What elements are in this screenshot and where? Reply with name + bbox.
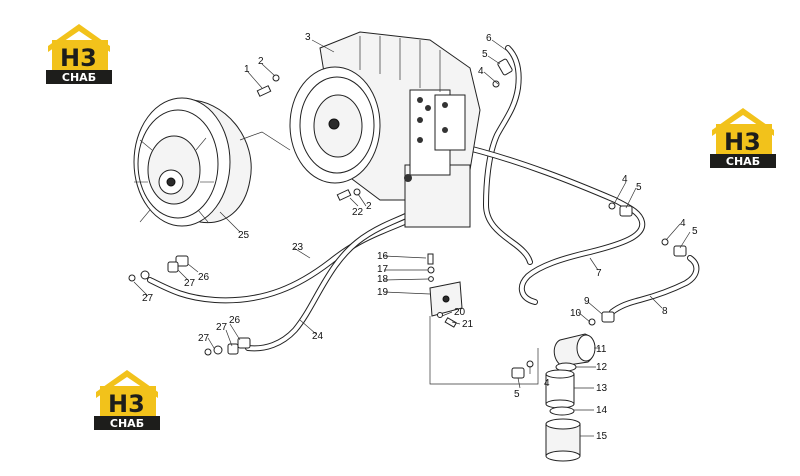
assembly-link-line — [239, 131, 291, 151]
svg-text:H3: H3 — [60, 44, 97, 72]
bolts-20-21 — [437, 312, 458, 328]
callout-14: 14 — [596, 405, 608, 416]
callout-17: 17 — [377, 264, 389, 275]
callout-25: 25 — [238, 230, 250, 241]
callout-labels: 1 2 3 4 5 6 4 5 4 5 2 22 25 23 26 27 27 … — [142, 32, 698, 442]
callout-11: 11 — [596, 344, 607, 355]
callout-16: 16 — [377, 251, 389, 262]
callout-27b: 27 — [142, 293, 154, 304]
leader-lines — [133, 39, 691, 437]
callout-18: 18 — [377, 274, 389, 285]
house-logo-icon: H3 СНАБ — [710, 108, 776, 168]
fittings-upper-left — [128, 255, 189, 282]
hose-6 — [483, 45, 533, 265]
callout-4: 4 — [478, 66, 484, 77]
bracket-guide-line — [429, 316, 539, 385]
callout-26b: 26 — [229, 315, 241, 326]
bolts-group — [256, 74, 361, 201]
fittings-lower-left — [204, 337, 251, 356]
callout-2b: 2 — [366, 201, 372, 212]
house-logo-icon: H3 СНАБ — [46, 24, 112, 84]
callout-1: 1 — [244, 64, 250, 75]
part-14-ring — [549, 406, 575, 416]
callout-2: 2 — [258, 56, 264, 67]
callout-5d: 5 — [514, 389, 520, 400]
svg-text:СНАБ: СНАБ — [726, 155, 760, 168]
svg-text:H3: H3 — [108, 390, 145, 418]
callout-7: 7 — [596, 268, 602, 279]
callout-20: 20 — [454, 307, 466, 318]
callout-5: 5 — [482, 49, 488, 60]
callout-4d: 4 — [544, 378, 550, 389]
callout-27d: 27 — [198, 333, 210, 344]
callout-4c: 4 — [680, 218, 686, 229]
callout-5b: 5 — [636, 182, 642, 193]
part-11-filter-head — [553, 333, 596, 367]
callout-21: 21 — [462, 319, 474, 330]
svg-text:H3: H3 — [724, 128, 761, 156]
brand-logo-bottom-left: H3 СНАБ — [92, 368, 162, 432]
callout-12: 12 — [596, 362, 608, 373]
svg-text:СНАБ: СНАБ — [110, 417, 144, 430]
callout-22: 22 — [352, 207, 364, 218]
callout-10: 10 — [570, 308, 582, 319]
house-logo-icon: H3 СНАБ — [94, 370, 160, 430]
callout-19: 19 — [377, 287, 389, 298]
callout-5c: 5 — [692, 226, 698, 237]
part-19-bracket — [429, 281, 463, 317]
callout-6: 6 — [486, 33, 492, 44]
callout-3: 3 — [305, 32, 311, 43]
callout-23: 23 — [292, 242, 304, 253]
callout-4b: 4 — [622, 174, 628, 185]
bolts-16-18 — [427, 253, 435, 282]
part-13-element — [545, 369, 575, 409]
callout-9: 9 — [584, 296, 590, 307]
callout-15: 15 — [596, 431, 608, 442]
callout-8: 8 — [662, 306, 668, 317]
hose-7 — [453, 142, 646, 305]
brand-logo-top-left: H3 СНАБ — [44, 22, 114, 86]
part-15-canister — [545, 418, 581, 462]
callout-26: 26 — [198, 272, 210, 283]
hose-8 — [609, 255, 700, 315]
brand-logo-right: H3 СНАБ — [708, 106, 778, 170]
part-3-transmission — [289, 31, 481, 228]
svg-text:СНАБ: СНАБ — [62, 71, 96, 84]
callout-27c: 27 — [216, 322, 228, 333]
callout-27: 27 — [184, 278, 196, 289]
callout-24: 24 — [312, 331, 324, 342]
callout-13: 13 — [596, 383, 608, 394]
part-25-torque-converter — [133, 97, 252, 227]
fittings-right — [492, 58, 687, 379]
